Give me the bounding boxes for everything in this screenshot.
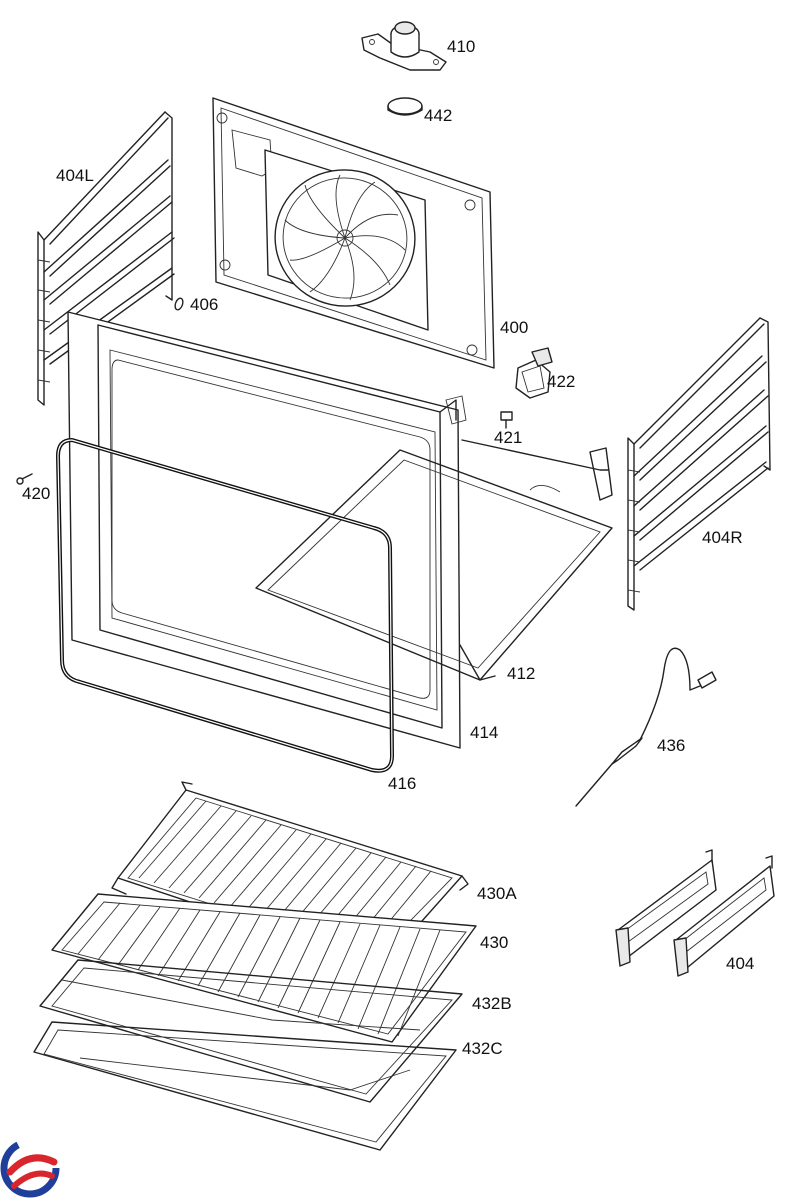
fan-blades [284,174,406,301]
label-404: 404 [726,954,754,973]
part-410-motor-bracket [361,21,447,71]
part-404L-left-rack-guide [37,111,175,406]
part-421-bolt [500,411,513,429]
brand-logo-icon [0,1138,60,1198]
label-442: 442 [424,106,452,125]
part-400-rear-panel [212,97,495,369]
part-432B-baking-tray [39,959,463,1103]
label-432B: 432B [472,994,512,1013]
label-430A: 430A [477,884,517,903]
label-416: 416 [388,774,416,793]
label-400: 400 [500,318,528,337]
label-410: 410 [447,37,475,56]
label-404L: 404L [56,166,94,185]
label-414: 414 [470,723,498,742]
part-414-front-frame [67,311,467,749]
part-442-disc [387,97,423,116]
part-406-screw [174,297,184,311]
label-432C: 432C [462,1039,503,1058]
part-416-door-seal [55,437,395,773]
label-404R: 404R [702,528,743,547]
part-420-screw [16,473,33,485]
part-422-lamp-holder [515,347,553,399]
label-422: 422 [547,372,575,391]
part-432C-deep-tray [33,1021,457,1151]
part-404R-right-rack-guide [627,317,771,611]
part-436-meat-probe [575,647,717,807]
part-labels: 410 442 404L 406 400 422 421 420 404R 41… [22,37,754,1058]
label-430: 430 [480,933,508,952]
part-430-wire-shelf [51,893,477,1043]
label-421: 421 [494,428,522,447]
shelf-wires [77,902,441,1037]
part-412-floor-frame [255,439,613,681]
label-436: 436 [657,736,685,755]
part-404-telescopic-runners [615,849,775,977]
label-406: 406 [190,295,218,314]
label-420: 420 [22,484,50,503]
label-412: 412 [507,664,535,683]
